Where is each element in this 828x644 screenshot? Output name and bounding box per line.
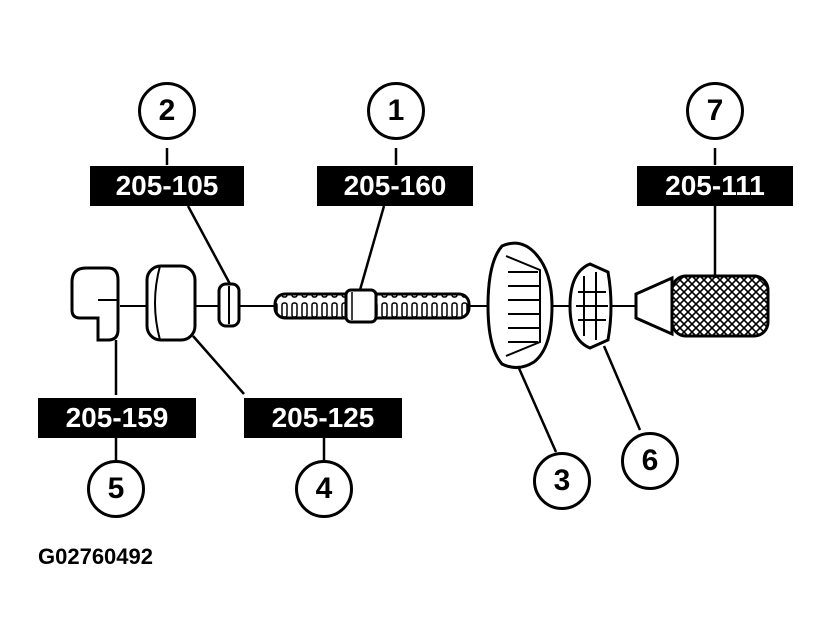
callout-circle-5: 5 <box>87 460 145 518</box>
part-number-label-2: 205-105 <box>90 166 244 206</box>
part-number-label-7: 205-111 <box>637 166 793 206</box>
part-7-handle-shape <box>634 274 770 338</box>
part-number-label-4: 205-125 <box>244 398 402 438</box>
figure-code: G02760492 <box>38 544 153 569</box>
callout-circle-6: 6 <box>621 432 679 490</box>
callout-circle-1: 1 <box>367 82 425 140</box>
callout-circle-7: 7 <box>686 82 744 140</box>
part-number-label-1: 205-160 <box>317 166 473 206</box>
leader-line-3 <box>516 365 558 453</box>
leader-line-6 <box>602 345 642 431</box>
part-6-cone-shape <box>568 262 613 350</box>
callout-circle-3: 3 <box>533 452 591 510</box>
leader-line-4 <box>192 335 245 395</box>
part-5-bracket-shape <box>70 266 120 342</box>
leader-line-1b <box>358 205 386 291</box>
part-number-label-5: 205-159 <box>38 398 196 438</box>
part-3-dome-shape <box>486 241 554 369</box>
callout-circle-2: 2 <box>138 82 196 140</box>
callout-circle-4: 4 <box>295 460 353 518</box>
leader-line-2b <box>186 205 232 285</box>
part-2-washer-shape <box>217 282 241 328</box>
part-4-spacer-shape <box>145 264 197 342</box>
part-1-threaded-rod-shape <box>273 288 471 324</box>
leader-lines <box>114 148 717 460</box>
